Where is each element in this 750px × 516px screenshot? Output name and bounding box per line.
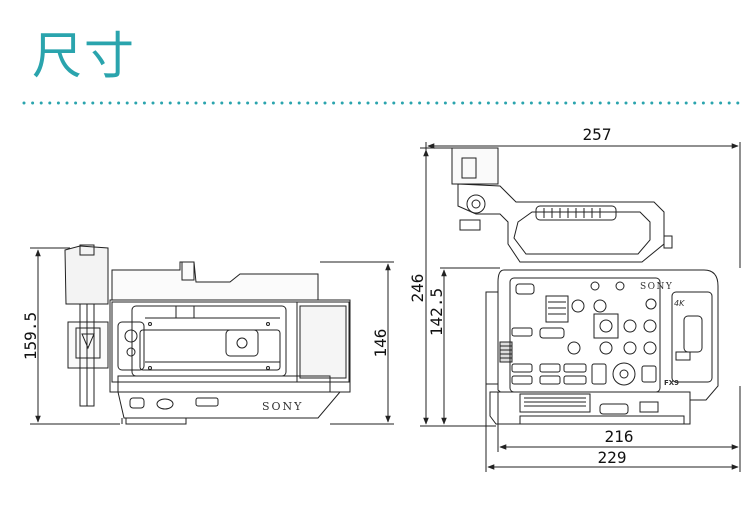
side-height-body-dimension <box>320 261 394 425</box>
side-height-total-label: 159.5 <box>21 312 40 360</box>
front-brand-label: SONY <box>640 282 673 292</box>
front-width-base-label: 229 <box>598 448 627 467</box>
front-height-total-dimension <box>420 147 496 427</box>
side-height-body-label: 146 <box>371 329 390 358</box>
front-model-label: FX9 <box>664 379 679 387</box>
front-width-total-label: 257 <box>583 125 612 144</box>
front-height-total-label: 246 <box>408 274 427 303</box>
side-brand-label: SONY <box>262 400 303 413</box>
front-width-body-dimension <box>497 386 741 452</box>
side-height-total-dimension <box>30 247 120 425</box>
front-width-body-label: 216 <box>605 427 634 446</box>
front-width-base-dimension <box>485 384 741 472</box>
page-title: 尺寸 <box>32 27 136 85</box>
side-view-camera <box>64 244 351 425</box>
front-view-camera <box>451 147 719 425</box>
front-height-body-label: 142.5 <box>427 288 446 336</box>
dotted-divider <box>22 101 746 105</box>
front-height-body-dimension <box>440 267 500 425</box>
front-badge-label: 4K <box>674 299 685 308</box>
